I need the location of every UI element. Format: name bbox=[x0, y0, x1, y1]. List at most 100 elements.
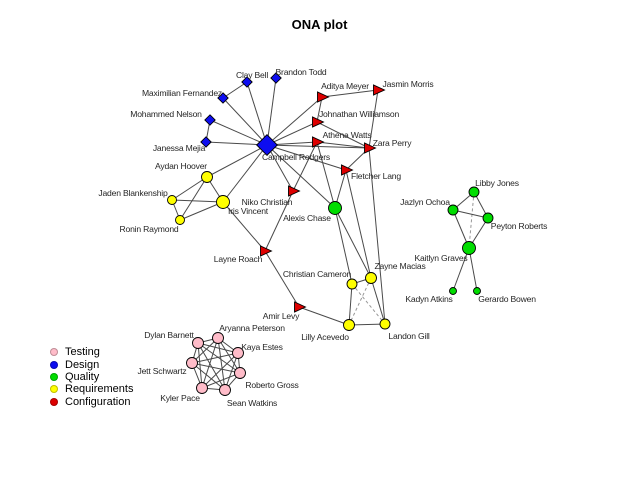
edge-layne-roach--amir-levy bbox=[264, 250, 300, 308]
node-label-aryanna-peterson: Aryanna Peterson bbox=[219, 323, 285, 333]
legend-label: Configuration bbox=[65, 395, 131, 408]
node-label-dylan-barnett: Dylan Barnett bbox=[144, 330, 194, 340]
edge-aydan-hoover--jaden-blankenship bbox=[171, 176, 208, 201]
edge-zara-perry--landon-gill bbox=[368, 147, 386, 325]
node-zara-perry bbox=[364, 142, 377, 154]
edge-campbell-rodgers--niko-christian bbox=[266, 144, 294, 192]
node-label-peyton-roberts: Peyton Roberts bbox=[491, 221, 547, 231]
testing-color-dot bbox=[50, 348, 58, 357]
node-aryanna-peterson bbox=[212, 332, 224, 344]
edge-amir-levy--lilly-acevedo bbox=[298, 306, 350, 326]
node-label-maximilian-fernandez: Maximilian Fernandez bbox=[142, 88, 222, 98]
node-gerardo-bowen bbox=[473, 287, 481, 295]
node-janessa-mejia bbox=[200, 136, 212, 148]
edge-lilly-acevedo--landon-gill bbox=[348, 323, 386, 326]
configuration-color-dot bbox=[50, 397, 58, 406]
edge-dylan-barnett--sean-watkins bbox=[197, 342, 226, 391]
edge-athena-watts--niko-christian bbox=[292, 141, 318, 192]
node-label-mohammed-nelson: Mohammed Nelson bbox=[130, 109, 202, 119]
node-jett-schwartz bbox=[186, 357, 198, 369]
node-zayne-macias bbox=[365, 272, 377, 284]
edge-aditya-meyer--jasmin-morris bbox=[321, 89, 379, 98]
node-peyton-roberts bbox=[482, 212, 494, 224]
edge-jett-schwartz--sean-watkins bbox=[191, 362, 226, 391]
edge-kaitlyn-graves--gerardo-bowen bbox=[468, 247, 478, 292]
legend-label: Testing bbox=[65, 346, 100, 359]
legend-label: Quality bbox=[65, 370, 100, 383]
edge-campbell-rodgers--iris-vincent bbox=[222, 144, 268, 203]
edge-campbell-rodgers--aditya-meyer bbox=[266, 96, 323, 146]
node-label-aydan-hoover: Aydan Hoover bbox=[155, 161, 207, 171]
node-label-layne-roach: Layne Roach bbox=[214, 254, 263, 264]
edge-alexis-chase--christian-cameron bbox=[334, 207, 353, 285]
node-campbell-rodgers bbox=[256, 134, 278, 156]
node-label-aditya-meyer: Aditya Meyer bbox=[321, 81, 369, 91]
node-sean-watkins bbox=[219, 384, 231, 396]
node-clay-bell bbox=[241, 76, 253, 88]
node-maximilian-fernandez bbox=[217, 92, 229, 104]
edge-campbell-rodgers--aydan-hoover bbox=[206, 144, 268, 178]
node-label-fletcher-lang: Fletcher Lang bbox=[351, 171, 401, 181]
node-label-zara-perry: Zara Perry bbox=[373, 138, 412, 148]
node-label-johnathan-williamson: Johnathan Williamson bbox=[319, 109, 399, 119]
edge-kaya-estes--kyler-pace bbox=[201, 352, 239, 389]
node-dylan-barnett bbox=[192, 337, 204, 349]
edge-jazlyn-ochoa--peyton-roberts bbox=[452, 209, 489, 219]
edge-campbell-rodgers--clay-bell bbox=[246, 81, 268, 146]
edge-libby-jones--kaitlyn-graves bbox=[468, 191, 475, 249]
node-kaitlyn-graves bbox=[462, 241, 476, 255]
node-kaya-estes bbox=[232, 347, 244, 359]
node-label-landon-gill: Landon Gill bbox=[388, 331, 430, 341]
node-mohammed-nelson bbox=[204, 114, 216, 126]
node-kadyn-atkins bbox=[449, 287, 457, 295]
edge-aryanna-peterson--jett-schwartz bbox=[191, 337, 219, 364]
node-label-kyler-pace: Kyler Pace bbox=[160, 393, 200, 403]
edge-kaitlyn-graves--kadyn-atkins bbox=[452, 247, 470, 292]
node-label-jett-schwartz: Jett Schwartz bbox=[138, 366, 187, 376]
node-landon-gill bbox=[379, 318, 391, 330]
node-label-athena-watts: Athena Watts bbox=[323, 130, 372, 140]
node-label-clay-bell: Clay Bell bbox=[236, 70, 268, 80]
node-amir-levy bbox=[294, 301, 307, 313]
legend-label: Design bbox=[65, 358, 100, 371]
design-color-dot bbox=[50, 360, 58, 369]
node-label-lilly-acevedo: Lilly Acevedo bbox=[301, 332, 349, 342]
node-label-ronin-raymond: Ronin Raymond bbox=[119, 224, 178, 234]
edge-clay-bell--maximilian-fernandez bbox=[222, 81, 248, 99]
legend-label: Requirements bbox=[65, 383, 134, 396]
node-label-kadyn-atkins: Kadyn Atkins bbox=[405, 294, 452, 304]
edge-campbell-rodgers--mohammed-nelson bbox=[209, 119, 268, 146]
edge-kaya-estes--jett-schwartz bbox=[191, 352, 239, 364]
node-niko-christian bbox=[288, 185, 301, 197]
node-ronin-raymond bbox=[175, 215, 185, 225]
requirements-color-dot bbox=[50, 385, 58, 394]
edge-campbell-rodgers--fletcher-lang bbox=[266, 144, 347, 171]
node-brandon-todd bbox=[270, 72, 282, 84]
edge-zayne-macias--landon-gill bbox=[370, 277, 386, 325]
plot-title: ONA plot bbox=[291, 17, 348, 32]
edge-ronin-raymond--iris-vincent bbox=[179, 201, 224, 221]
node-alexis-chase bbox=[328, 201, 342, 215]
node-label-iris-vincent: Iris Vincent bbox=[228, 206, 269, 216]
edge-athena-watts--alexis-chase bbox=[316, 141, 336, 209]
node-label-jasmin-morris: Jasmin Morris bbox=[383, 79, 434, 89]
edge-jasmin-morris--zara-perry bbox=[368, 89, 379, 149]
node-label-janessa-mejia: Janessa Mejia bbox=[153, 143, 206, 153]
node-label-amir-levy: Amir Levy bbox=[263, 311, 300, 321]
node-aditya-meyer bbox=[317, 91, 330, 103]
node-jaden-blankenship bbox=[167, 195, 177, 205]
node-label-kaitlyn-graves: Kaitlyn Graves bbox=[414, 253, 467, 263]
node-iris-vincent bbox=[216, 195, 230, 209]
edge-aryanna-peterson--kyler-pace bbox=[201, 337, 219, 389]
edge-fletcher-lang--zayne-macias bbox=[345, 169, 372, 279]
node-label-roberto-gross: Roberto Gross bbox=[245, 380, 298, 390]
node-label-alexis-chase: Alexis Chase bbox=[283, 213, 331, 223]
node-kyler-pace bbox=[196, 382, 208, 394]
legend-item-configuration: Configuration bbox=[50, 396, 133, 408]
edge-campbell-rodgers--maximilian-fernandez bbox=[222, 97, 268, 146]
node-roberto-gross bbox=[234, 367, 246, 379]
edge-aditya-meyer--johnathan-williamson bbox=[316, 96, 323, 123]
node-label-niko-christian: Niko Christian bbox=[242, 197, 293, 207]
node-label-libby-jones: Libby Jones bbox=[475, 178, 519, 188]
